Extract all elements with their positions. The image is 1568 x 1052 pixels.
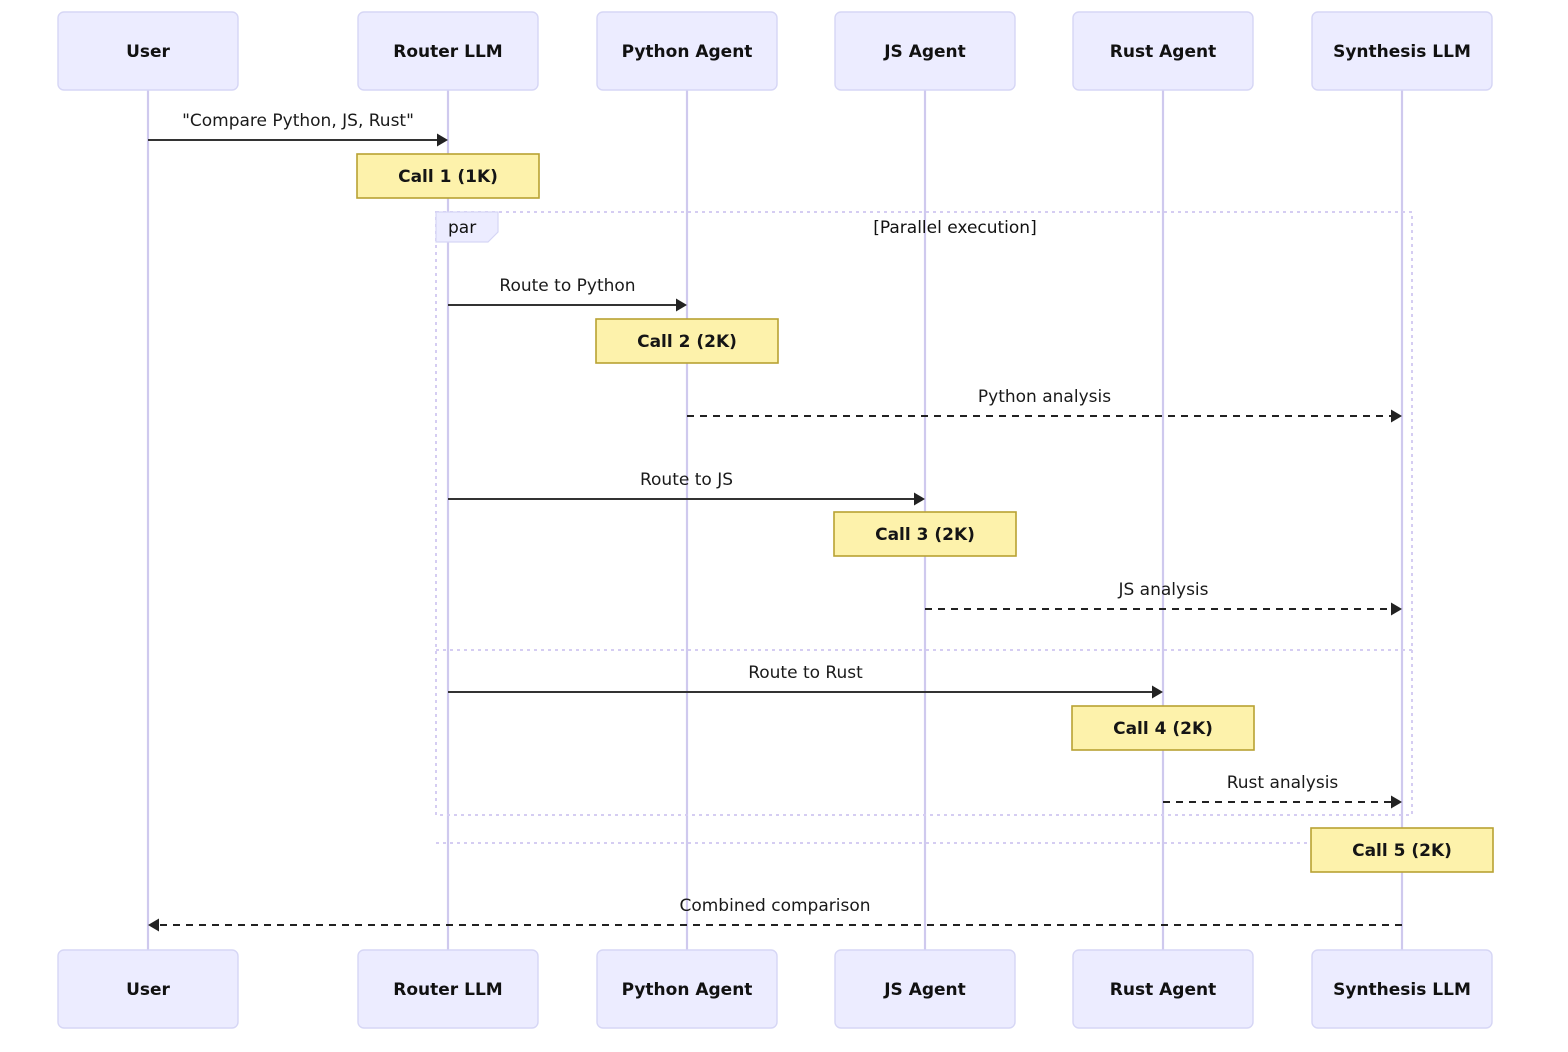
note-box-n3	[833, 511, 1017, 557]
bottom-participant-router[interactable]: Router LLM	[357, 949, 539, 1029]
lifelines-layer	[146, 90, 1404, 950]
message-m8: Combined comparison	[148, 896, 1402, 932]
bottom-participant-label-rust: Rust Agent	[1110, 980, 1216, 1000]
bottom-participant-box-rust[interactable]	[1072, 949, 1254, 1029]
top-participant-box-python[interactable]	[596, 11, 778, 91]
message-m6: Route to Rust	[448, 663, 1163, 699]
bottom-participant-rust[interactable]: Rust Agent	[1072, 949, 1254, 1029]
message-label-m1: "Compare Python, JS, Rust"	[182, 111, 414, 131]
bottom-participant-label-router: Router LLM	[393, 980, 502, 1000]
message-label-m2: Route to Python	[499, 276, 635, 296]
message-m5: JS analysis	[925, 580, 1402, 616]
bottom-participant-user[interactable]: User	[57, 949, 239, 1029]
note-label-n5: Call 5 (2K)	[1352, 841, 1452, 861]
top-participant-label-js: JS Agent	[883, 42, 966, 62]
message-arrowhead-m5	[1391, 602, 1402, 616]
top-participant-box-user[interactable]	[57, 11, 239, 91]
message-m2: Route to Python	[448, 276, 687, 312]
top-participant-label-python: Python Agent	[622, 42, 753, 62]
frame-operator-tab	[435, 211, 499, 243]
message-arrowhead-m6	[1152, 685, 1163, 699]
message-arrowhead-m3	[1391, 409, 1402, 423]
bottom-participant-box-js[interactable]	[834, 949, 1016, 1029]
top-participant-js[interactable]: JS Agent	[834, 11, 1016, 91]
bottom-participant-label-synthesis: Synthesis LLM	[1333, 980, 1471, 1000]
bottom-participant-box-synthesis[interactable]	[1311, 949, 1493, 1029]
top-participant-label-router: Router LLM	[393, 42, 502, 62]
top-participant-box-router[interactable]	[357, 11, 539, 91]
top-participant-label-user: User	[126, 42, 170, 62]
note-label-n3: Call 3 (2K)	[875, 525, 975, 545]
message-m4: Route to JS	[448, 470, 925, 506]
top-participant-label-rust: Rust Agent	[1110, 42, 1216, 62]
top-participant-box-synthesis[interactable]	[1311, 11, 1493, 91]
message-arrowhead-m7	[1391, 795, 1402, 809]
top-participant-synthesis[interactable]: Synthesis LLM	[1311, 11, 1493, 91]
bottom-participant-python[interactable]: Python Agent	[596, 949, 778, 1029]
frame-condition-label: [Parallel execution]	[873, 218, 1036, 238]
bottom-participant-box-user[interactable]	[57, 949, 239, 1029]
top-participant-user[interactable]: User	[57, 11, 239, 91]
message-m7: Rust analysis	[1163, 773, 1402, 809]
note-box-n4	[1071, 705, 1255, 751]
note-n4: Call 4 (2K)	[1071, 705, 1255, 751]
message-label-m3: Python analysis	[978, 387, 1111, 407]
note-label-n4: Call 4 (2K)	[1113, 719, 1213, 739]
note-label-n2: Call 2 (2K)	[637, 332, 737, 352]
bottom-participant-label-python: Python Agent	[622, 980, 753, 1000]
note-box-n2	[595, 318, 779, 364]
frames-layer: par [Parallel execution]	[435, 211, 1413, 844]
note-n3: Call 3 (2K)	[833, 511, 1017, 557]
message-label-m4: Route to JS	[640, 470, 733, 490]
note-box-n5	[1310, 827, 1494, 873]
top-participant-router[interactable]: Router LLM	[357, 11, 539, 91]
bottom-participant-label-js: JS Agent	[883, 980, 966, 1000]
notes-layer: Call 1 (1K) Call 2 (2K) Call 3 (2K) Call 4 …	[356, 153, 1494, 873]
note-box-n1	[356, 153, 540, 199]
bottom-participant-box-python[interactable]	[596, 949, 778, 1029]
message-m1: "Compare Python, JS, Rust"	[148, 111, 448, 147]
frame-par-border	[435, 211, 1413, 816]
top-participant-box-rust[interactable]	[1072, 11, 1254, 91]
note-n5: Call 5 (2K)	[1310, 827, 1494, 873]
top-participant-label-synthesis: Synthesis LLM	[1333, 42, 1471, 62]
message-label-m6: Route to Rust	[748, 663, 863, 683]
top-participant-python[interactable]: Python Agent	[596, 11, 778, 91]
top-participant-rust[interactable]: Rust Agent	[1072, 11, 1254, 91]
bottom-participant-synthesis[interactable]: Synthesis LLM	[1311, 949, 1493, 1029]
messages-layer: "Compare Python, JS, Rust" Route to Pytho…	[148, 111, 1402, 932]
message-m3: Python analysis	[687, 387, 1402, 423]
note-n1: Call 1 (1K)	[356, 153, 540, 199]
note-label-n1: Call 1 (1K)	[398, 167, 498, 187]
message-arrowhead-m8	[148, 918, 159, 932]
message-label-m7: Rust analysis	[1227, 773, 1339, 793]
message-label-m8: Combined comparison	[679, 896, 870, 916]
bottom-participant-js[interactable]: JS Agent	[834, 949, 1016, 1029]
bottom-participant-label-user: User	[126, 980, 170, 1000]
message-arrowhead-m2	[676, 298, 687, 312]
message-label-m5: JS analysis	[1117, 580, 1208, 600]
message-arrowhead-m1	[437, 133, 448, 147]
bottom-participant-box-router[interactable]	[357, 949, 539, 1029]
top-participant-box-js[interactable]	[834, 11, 1016, 91]
note-n2: Call 2 (2K)	[595, 318, 779, 364]
frame-operator-label: par	[448, 218, 476, 238]
message-arrowhead-m4	[914, 492, 925, 506]
